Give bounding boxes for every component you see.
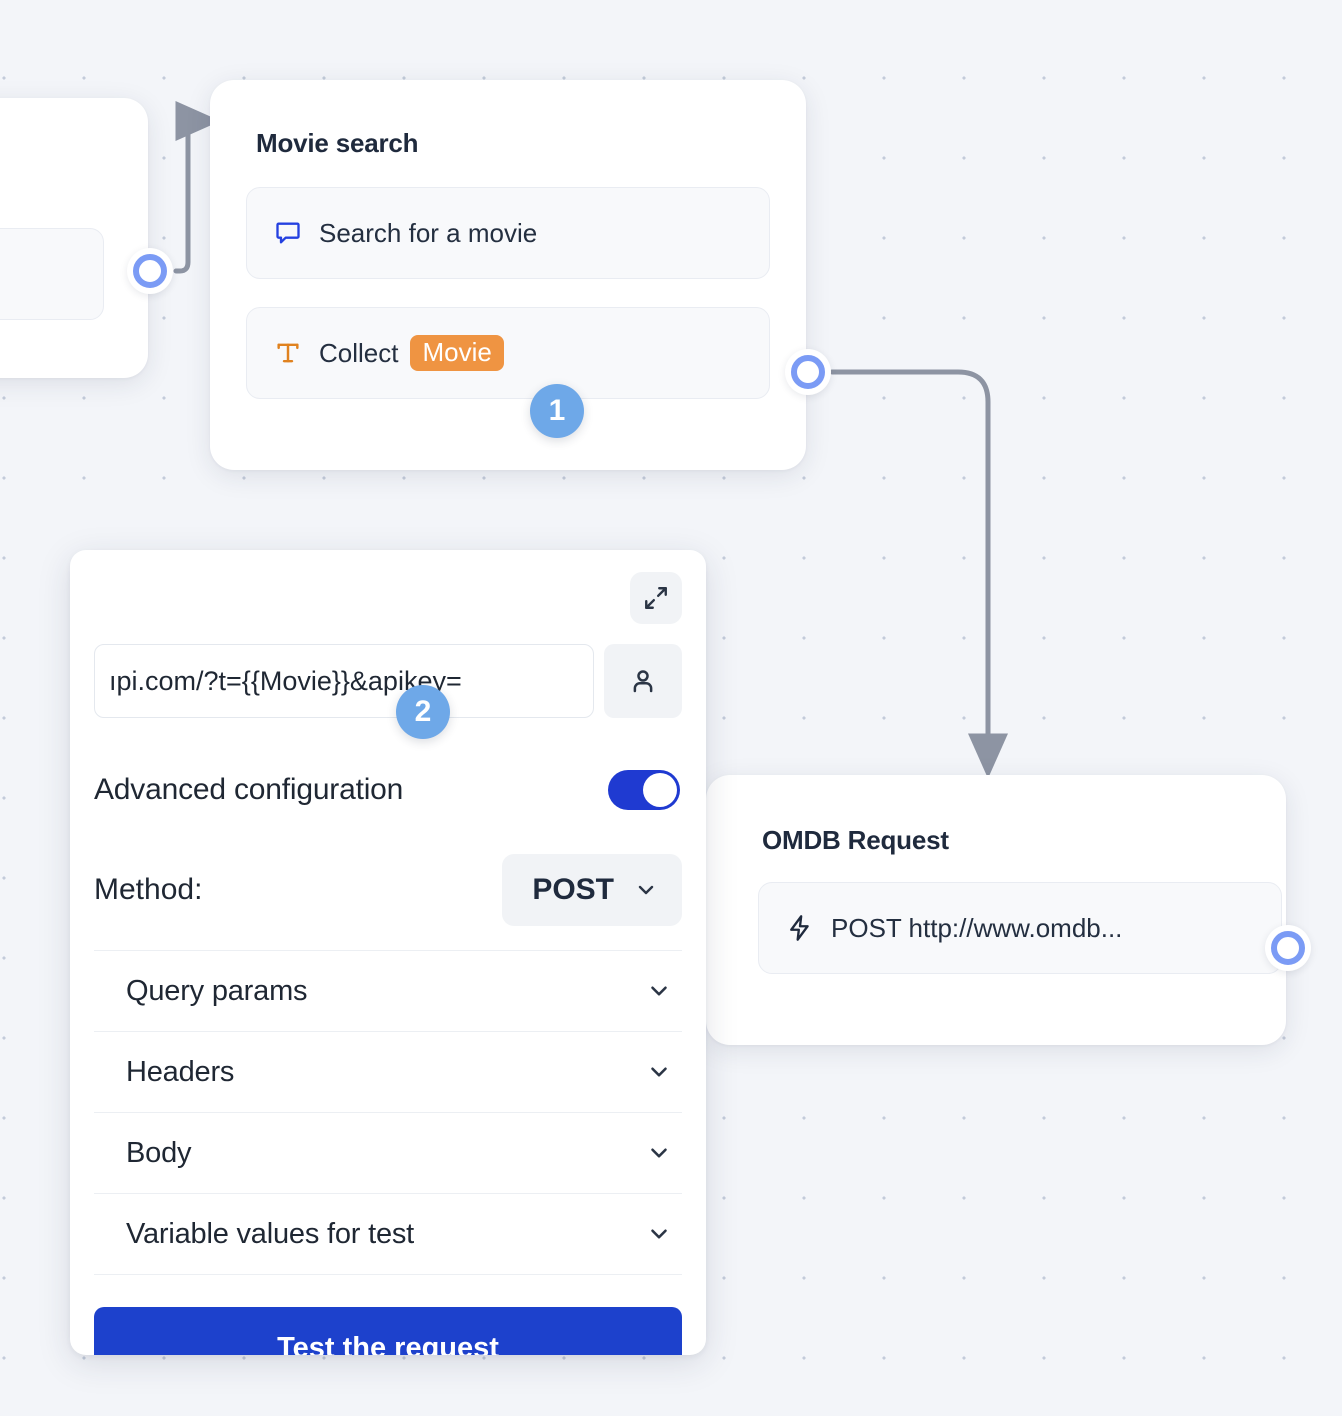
chat-bubble-icon: [273, 218, 303, 248]
request-config-panel[interactable]: Advanced configuration Method: POST Quer…: [70, 550, 706, 1355]
node-row-label: Search for a movie: [319, 217, 538, 248]
connection-handle-movie-search-output[interactable]: [785, 349, 831, 395]
accordion-item-query-params[interactable]: Query params: [94, 951, 682, 1032]
node-title-movie-search: Movie search: [256, 128, 419, 158]
node-row-label: POST http://www.omdb...: [831, 912, 1123, 943]
chevron-down-icon: [634, 878, 658, 902]
accordion-label: Variable values for test: [126, 1217, 415, 1250]
advanced-configuration-label: Advanced configuration: [94, 773, 404, 806]
node-title-omdb-request: OMDB Request: [762, 825, 949, 855]
accordion-label: Query params: [126, 974, 308, 1007]
chevron-down-icon[interactable]: [646, 978, 672, 1004]
node-row-placeholder[interactable]: [0, 228, 104, 320]
test-the-request-button[interactable]: Test the request: [94, 1307, 682, 1355]
connection-handle-left-node-output[interactable]: [127, 248, 173, 294]
advanced-configuration-toggle[interactable]: [608, 770, 680, 810]
node-row-collect-movie[interactable]: Collect Movie: [246, 307, 770, 399]
config-sections-accordion: Query params Headers Body: [94, 951, 682, 1275]
variable-tag-movie[interactable]: Movie: [410, 335, 504, 371]
method-select-dropdown[interactable]: POST: [502, 854, 682, 926]
accordion-item-body[interactable]: Body: [94, 1113, 682, 1194]
accordion-item-headers[interactable]: Headers: [94, 1032, 682, 1113]
edge-movie-to-omdb: [829, 369, 1008, 779]
connection-handle-omdb-output[interactable]: [1265, 925, 1311, 971]
step-badge-2: 2: [396, 685, 450, 739]
advanced-configuration-row[interactable]: Advanced configuration: [94, 770, 682, 810]
step-badge-1: 1: [530, 384, 584, 438]
node-card-movie-search[interactable]: Movie search Search for a movie Collect: [210, 80, 806, 470]
request-url-row[interactable]: [94, 644, 682, 718]
accordion-item-variable-values-for-test[interactable]: Variable values for test: [94, 1194, 682, 1275]
chevron-down-icon[interactable]: [646, 1140, 672, 1166]
node-row-post-request[interactable]: POST http://www.omdb...: [758, 882, 1282, 974]
person-icon: [628, 666, 658, 696]
method-row: Method: POST: [94, 854, 682, 951]
chevron-down-icon[interactable]: [646, 1059, 672, 1085]
method-label: Method:: [94, 873, 203, 906]
request-url-input[interactable]: [94, 644, 594, 718]
node-card-omdb-request[interactable]: OMDB Request POST http://www.omdb...: [706, 775, 1286, 1045]
expand-diagonal-icon: [643, 585, 669, 611]
auth-user-button[interactable]: [604, 644, 682, 718]
method-select-value: POST: [532, 873, 614, 906]
lightning-bolt-icon: [785, 913, 815, 943]
accordion-label: Body: [126, 1136, 192, 1169]
node-row-label: Collect: [319, 337, 399, 368]
node-card-partial-left[interactable]: [0, 98, 148, 378]
text-t-icon: [273, 338, 303, 368]
expand-panel-button[interactable]: [630, 572, 682, 624]
edge-left-to-movie: [173, 101, 221, 274]
node-row-search-for-a-movie[interactable]: Search for a movie: [246, 187, 770, 279]
accordion-label: Headers: [126, 1055, 235, 1088]
chevron-down-icon[interactable]: [646, 1221, 672, 1247]
